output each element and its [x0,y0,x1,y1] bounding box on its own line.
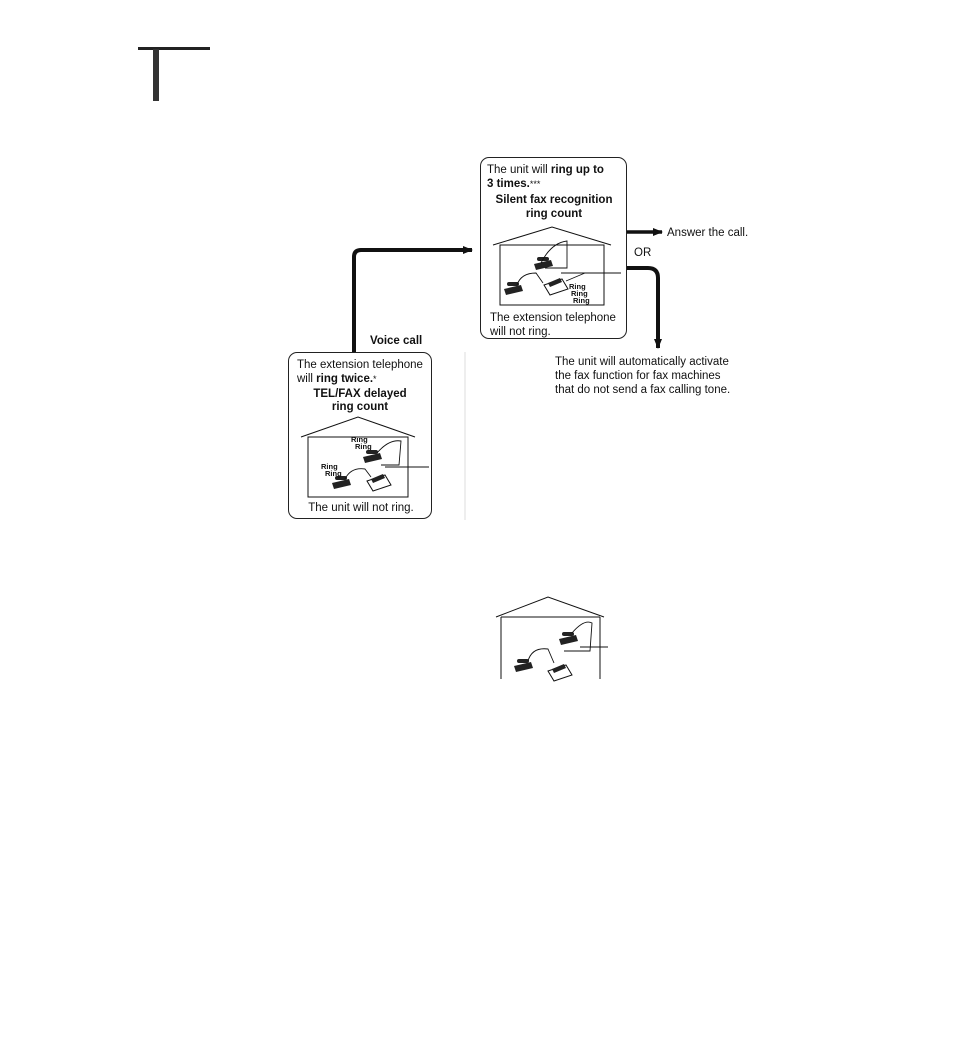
telephone-icon [559,632,578,645]
silent-line1-pre: The unit will [487,164,551,176]
ring-label: Ring [321,462,338,471]
ring-label: Ring [325,469,342,478]
silent-line2-bold: 3 times. [487,178,530,190]
delayed-note: * [373,374,377,384]
telephone-icon [504,282,523,295]
delayed-footer: The unit will not ring. [308,502,414,514]
delayed-line1: The extension telephone [297,359,423,371]
ring-label: Ring [573,296,590,305]
telephone-icon [363,450,382,463]
silent-heading: Silent fax recognition ring count [495,194,613,220]
activate-line3: that do not send a fax calling tone. [555,384,731,396]
section-corner-stem [153,49,159,101]
answer-call-label: Answer the call. [667,227,749,239]
activate-arrow [626,266,662,349]
delayed-line2-pre: will [297,373,317,385]
voice-call-label: Voice call [370,335,423,347]
activate-line1: The unit will automatically activate [555,356,729,368]
fax-machine-icon [547,664,573,682]
or-label: OR [634,247,652,259]
ring-label: Ring [355,442,372,451]
activate-line2: the fax function for fax machines [555,370,721,382]
fax-machine-icon [543,278,569,296]
house-illustration-top [492,226,621,306]
delayed-line2-bold: ring twice. [316,373,374,385]
telephone-icon [514,659,533,672]
tel-fax-delayed-box: The extension telephone will ring twice.… [288,352,432,519]
delayed-heading-line2: ring count [331,401,389,413]
voice-call-arrow [352,246,473,352]
ring-label: Ring [571,289,588,298]
house-illustration-bottom [300,416,429,498]
delayed-heading-line1: TEL/FAX delayed [313,388,407,400]
ring-label: Ring [569,282,586,291]
silent-fax-box: The unit will ring up to 3 times.*** Sil… [480,157,627,339]
silent-footer-line1: The extension telephone [490,312,616,324]
silent-note: *** [529,179,541,189]
silent-line1-bold: ring up to [550,164,604,176]
house-illustration-lower [495,596,608,682]
ring-label: Ring [351,435,368,444]
section-corner-mark [138,47,210,50]
telephone-icon [332,476,351,489]
fax-machine-icon [366,474,392,492]
silent-footer-line2: will not ring. [490,326,551,338]
